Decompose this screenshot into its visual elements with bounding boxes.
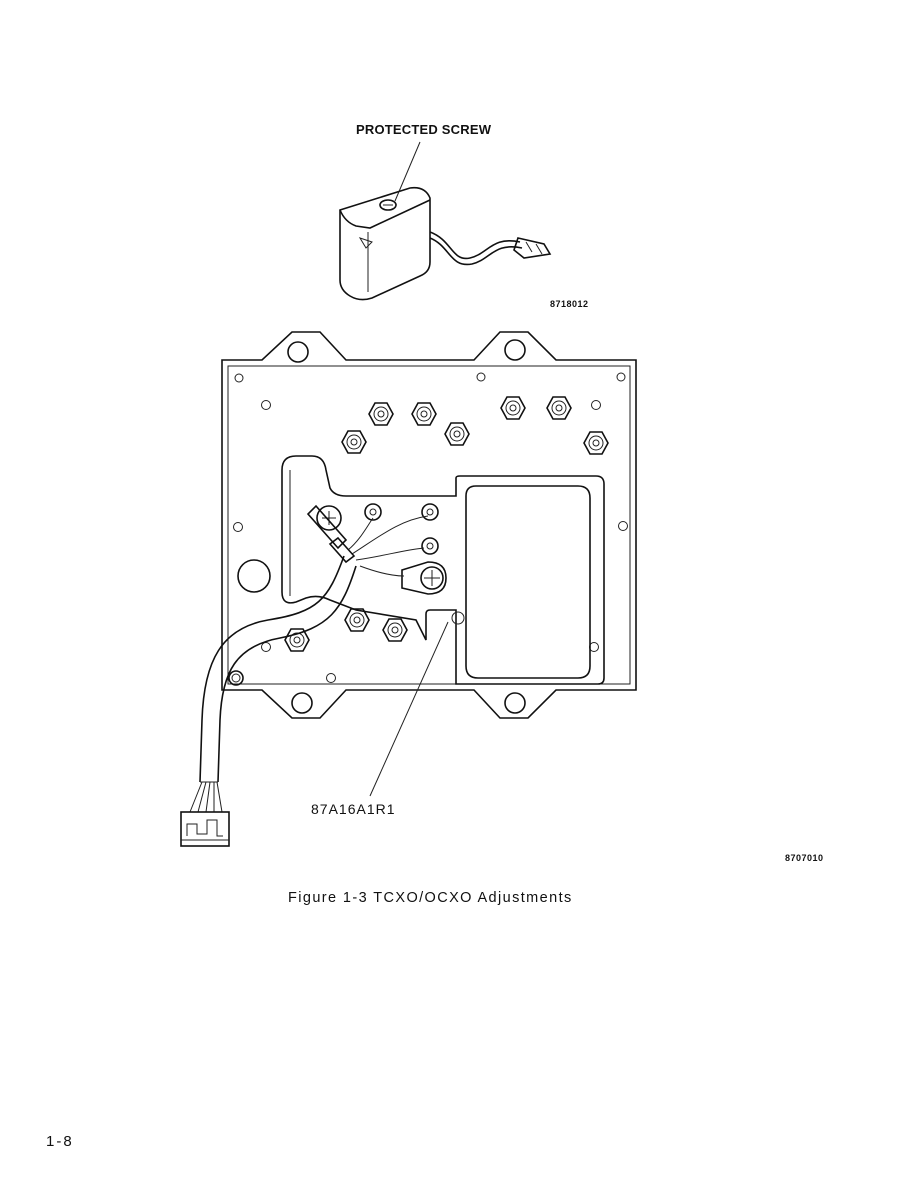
page-number: 1-8 [46, 1133, 74, 1150]
sma-connector-icon [546, 396, 572, 420]
mounting-hole-icon [291, 692, 313, 714]
sma-connector-icon [341, 430, 367, 454]
module-connector-icon [513, 237, 552, 259]
sma-connector-icon [284, 628, 310, 652]
protected-screw-icon [379, 199, 397, 211]
drawing-number-top: 8718012 [550, 299, 589, 309]
mounting-hole-icon [287, 341, 309, 363]
reference-designator-callout: 87A16A1R1 [311, 801, 396, 817]
mounting-hole-icon [504, 339, 526, 361]
protected-screw-callout: PROTECTED SCREW [356, 122, 492, 137]
oscillator-module [339, 141, 552, 301]
cable-connector-icon [180, 811, 230, 847]
adjustment-pot-icon [401, 561, 447, 595]
trimmer-block-icon [306, 503, 447, 595]
sma-connector-icon [444, 422, 470, 446]
sma-connector-icon [344, 608, 370, 632]
drawing-number-bottom: 8707010 [785, 853, 824, 863]
sma-connector-icon [583, 431, 609, 455]
sma-connector-icon [382, 618, 408, 642]
rf-connector-group [284, 396, 609, 652]
figure-caption: Figure 1-3 TCXO/OCXO Adjustments [288, 890, 573, 906]
reference-board [180, 331, 637, 847]
sma-connector-icon [500, 396, 526, 420]
sma-connector-icon [411, 402, 437, 426]
sma-connector-icon [368, 402, 394, 426]
mounting-hole-icon [504, 692, 526, 714]
